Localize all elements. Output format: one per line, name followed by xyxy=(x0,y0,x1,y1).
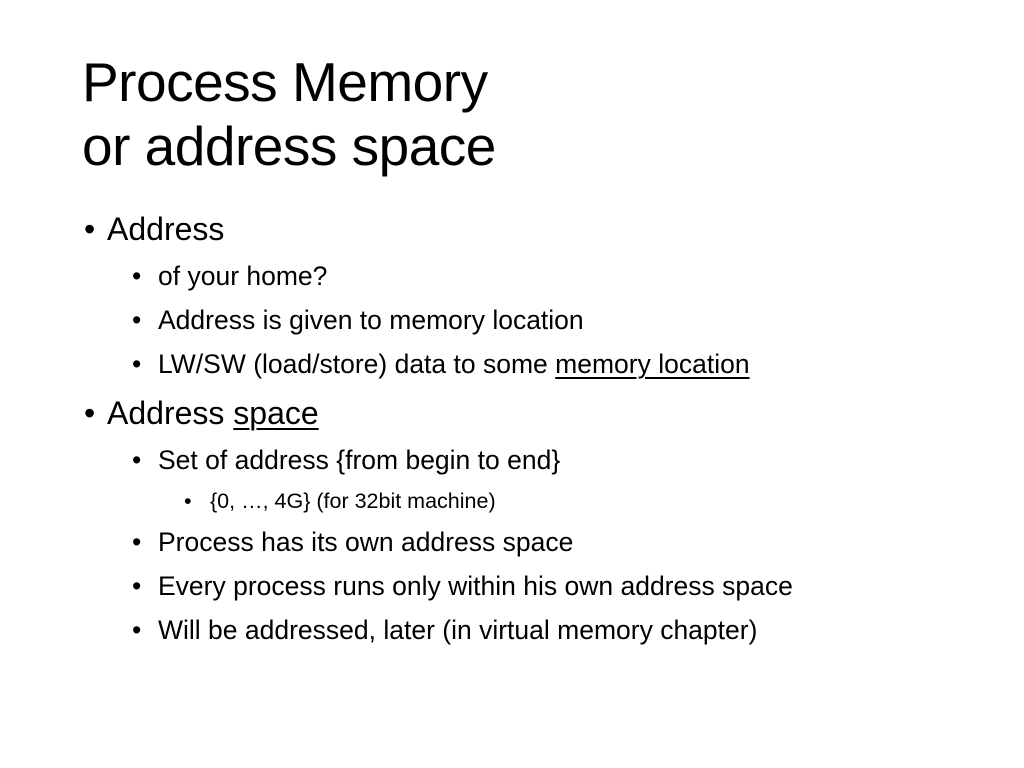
bullet-dot-icon: • xyxy=(132,615,142,645)
bullet-dot-icon: • xyxy=(132,527,142,557)
bullet-dot-icon: • xyxy=(84,395,96,431)
bullet-address-space: • Address space xyxy=(84,392,984,434)
bullet-text: Process has its own address space xyxy=(158,527,574,557)
bullet-dot-icon: • xyxy=(132,261,142,291)
sub-bullet-set-of-address: • Set of address {from begin to end} xyxy=(84,442,984,478)
title-line-1: Process Memory xyxy=(82,51,488,113)
bullet-dot-icon: • xyxy=(184,489,192,513)
sub-bullet-home: • of your home? xyxy=(84,258,984,294)
bullet-dot-icon: • xyxy=(132,571,142,601)
bullet-list: • Address • of your home? • Address is g… xyxy=(84,208,984,648)
sub-bullet-own-space: • Process has its own address space xyxy=(84,524,984,560)
sub-bullet-memory-location: • Address is given to memory location xyxy=(84,302,984,338)
sub-bullet-runs-within: • Every process runs only within his own… xyxy=(84,568,984,604)
title-line-2: or address space xyxy=(82,115,496,177)
bullet-text: Set of address {from begin to end} xyxy=(158,445,561,475)
bullet-address: • Address xyxy=(84,208,984,250)
sub-bullet-lw-sw: • LW/SW (load/store) data to some memory… xyxy=(84,346,984,382)
bullet-text: Every process runs only within his own a… xyxy=(158,571,793,601)
bullet-text: {0, …, 4G} (for 32bit machine) xyxy=(210,489,496,513)
sub-bullet-virtual-memory: • Will be addressed, later (in virtual m… xyxy=(84,612,984,648)
bullet-text: Address xyxy=(107,395,234,431)
slide-title: Process Memory or address space xyxy=(82,50,496,178)
underlined-text: memory location xyxy=(555,349,750,379)
bullet-dot-icon: • xyxy=(132,445,142,475)
bullet-text: of your home? xyxy=(158,261,328,291)
bullet-text: Address is given to memory location xyxy=(158,305,584,335)
bullet-dot-icon: • xyxy=(84,211,96,247)
bullet-text: LW/SW (load/store) data to some xyxy=(158,349,556,379)
bullet-dot-icon: • xyxy=(132,305,142,335)
bullet-dot-icon: • xyxy=(132,349,142,379)
bullet-text: Will be addressed, later (in virtual mem… xyxy=(158,615,758,645)
bullet-text: Address xyxy=(107,211,225,247)
underlined-text: space xyxy=(233,395,319,431)
sub-sub-bullet-range: • {0, …, 4G} (for 32bit machine) xyxy=(84,486,984,516)
